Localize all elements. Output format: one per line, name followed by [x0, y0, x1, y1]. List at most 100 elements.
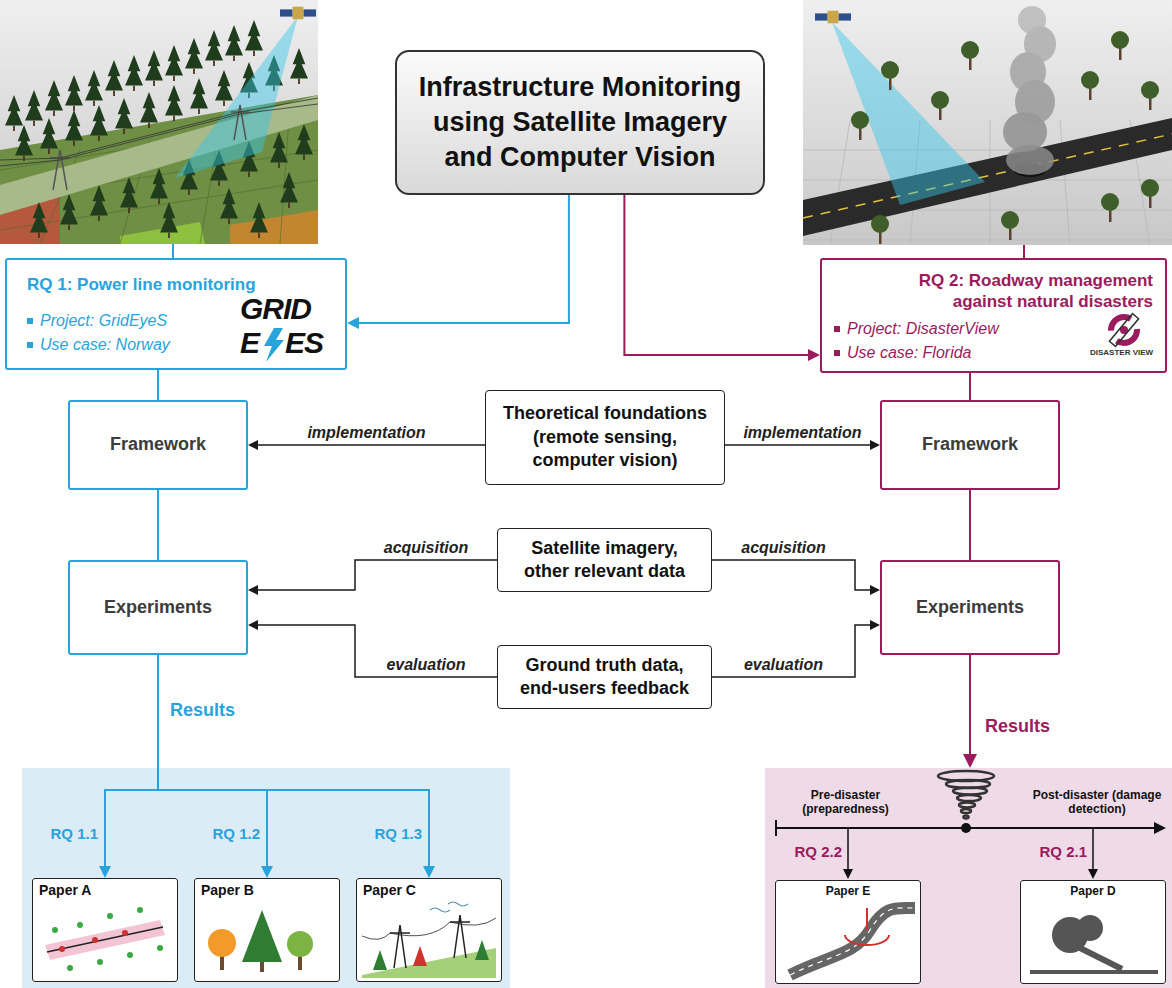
paper-e-icon-part — [845, 935, 889, 945]
paper-box: Paper B — [194, 878, 340, 982]
power-line-illustration-part — [165, 85, 183, 121]
text-label: Use case: Florida — [847, 343, 972, 363]
connector-line — [712, 625, 872, 677]
connector-line — [969, 373, 971, 401]
paper-a-icon-part-part — [122, 930, 128, 936]
edge-label: RQ 1.2 — [212, 825, 260, 843]
connector-line — [105, 655, 158, 868]
tornado-icon-part — [964, 816, 969, 819]
roadway-illustration-part — [803, 0, 1172, 245]
roadway-illustration-part — [1001, 211, 1019, 240]
edge-label: evaluation — [384, 655, 467, 674]
text-label: RQ 1.2 — [212, 825, 260, 843]
results-panels-part — [765, 768, 1172, 988]
text-label: Pre-disaster (preparedness) — [793, 788, 898, 817]
paper-d-icon-part — [1080, 948, 1122, 969]
roadway-illustration-part — [803, 118, 1172, 236]
results-panels-part — [32, 878, 178, 982]
power-line-illustration-part — [290, 48, 308, 84]
power-line-illustration-part — [0, 0, 318, 244]
text-label: Satellite imagery, other relevant data — [511, 537, 698, 584]
text-label: Project: DisasterView — [847, 319, 999, 339]
power-line-illustration-part — [215, 70, 233, 106]
logo-text: E — [240, 328, 259, 358]
power-line-illustration-part — [45, 80, 63, 116]
power-line-illustration-part — [0, 98, 318, 166]
grideyes-logo-bolt — [264, 328, 284, 362]
text-label: Paper A — [39, 882, 171, 899]
power-line-illustration-part — [145, 50, 163, 86]
roadway-illustration-part — [1101, 193, 1119, 222]
text-label: RQ 2.1 — [1039, 843, 1087, 861]
bullet-marker — [27, 318, 33, 324]
tornado-icon-part — [957, 795, 981, 801]
results-label: Results — [170, 700, 235, 722]
power-line-illustration-part — [280, 7, 316, 20]
paper-d-icon-part — [1077, 915, 1103, 941]
connector-line — [725, 444, 872, 446]
input-box: Ground truth data, end-users feedback — [497, 645, 712, 709]
paper-box: Paper D — [1020, 880, 1166, 984]
text-label: Use case: Norway — [40, 335, 170, 355]
text-label: acquisition — [739, 538, 827, 557]
connector-line — [257, 444, 486, 446]
disasterview-logo-icon — [1109, 314, 1138, 347]
roadway-illustration-part — [1081, 71, 1099, 100]
paper-a-icon — [45, 907, 165, 971]
power-line-illustration-part — [125, 55, 143, 91]
text-label: DISASTER VIEW — [1090, 349, 1153, 357]
paper-e-icon — [790, 908, 915, 975]
text-label: Post-disaster (damage detection) — [1032, 788, 1162, 817]
text-label: Project: GridEyeS — [40, 311, 167, 331]
text-label: Experiments — [916, 596, 1024, 619]
paper-a-icon-part-part — [59, 946, 65, 952]
paper-a-icon-part-part — [77, 922, 83, 928]
bullet-marker — [834, 326, 840, 332]
edge-label: implementation — [305, 423, 427, 442]
connector — [158, 655, 273, 878]
power-line-illustration-part — [50, 105, 249, 190]
paper-d-icon — [1030, 915, 1158, 972]
paper-c-icon — [362, 902, 496, 978]
rq-label: RQ 2.1 — [1039, 843, 1087, 861]
power-line-illustration-part — [160, 202, 178, 238]
paper-box: Paper E — [775, 880, 921, 984]
disasterview-logo-icon-part — [1109, 314, 1138, 347]
logo-text: ES — [285, 328, 323, 358]
bullet-item: Use case: Norway — [27, 335, 325, 355]
arrowhead — [347, 317, 359, 329]
power-line-illustration-part — [105, 60, 123, 96]
arrowhead — [99, 866, 111, 878]
roadway-illustration-part — [851, 111, 869, 140]
text-label: evaluation — [742, 655, 825, 674]
paper-e-icon-part — [790, 908, 915, 975]
power-line-illustration-part — [90, 185, 108, 221]
text-label: RQ 2: Roadway management against natural… — [898, 270, 1153, 313]
connector-line — [257, 625, 498, 677]
text-label: GRID — [240, 294, 311, 324]
text-label: implementation — [305, 423, 427, 442]
power-line-illustration-part — [190, 78, 208, 114]
bullet-item: Project: DisasterView — [834, 319, 1153, 339]
results-panels-part — [775, 880, 921, 984]
edge-label: implementation — [741, 423, 863, 442]
paper-d-icon-part — [1030, 970, 1158, 974]
text-label: Framework — [922, 433, 1018, 456]
tornado-icon — [938, 771, 994, 819]
arrowhead — [248, 620, 258, 630]
paper-b-icon-part — [208, 929, 236, 957]
arrowhead — [261, 866, 273, 878]
text-label: acquisition — [382, 538, 470, 557]
text-label: Paper B — [201, 882, 333, 899]
logo-text: DISASTER VIEW — [1090, 349, 1153, 357]
connector — [347, 195, 569, 329]
power-line-illustration-part — [115, 98, 133, 134]
connector-line — [257, 560, 498, 590]
paper-a-icon-part-part — [97, 959, 103, 965]
roadway-illustration — [803, 0, 1172, 245]
roadway-illustration-part — [1141, 81, 1159, 110]
roadway-illustration-part — [1111, 31, 1129, 60]
rq-label: RQ 2.2 — [794, 843, 842, 861]
connector — [248, 560, 497, 595]
connector — [963, 655, 977, 768]
